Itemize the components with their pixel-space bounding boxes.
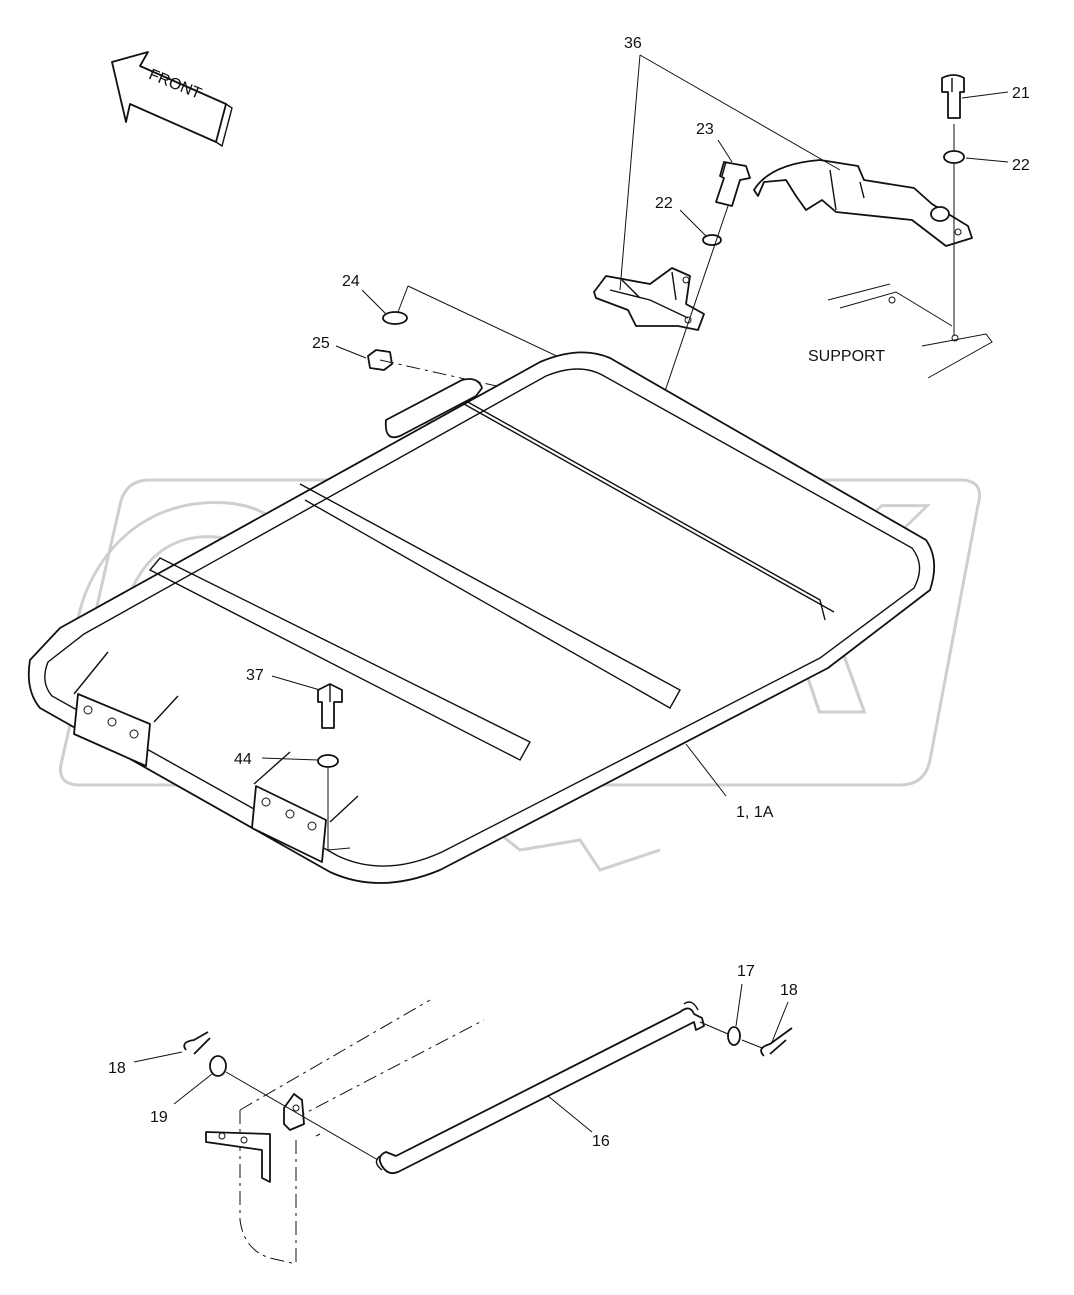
callout-23: 23	[696, 121, 714, 138]
callout-labels: 36 21 23 22 22 24 25 37 44 1, 1A 17 18 1…	[108, 35, 1030, 1150]
callout-22-left: 22	[655, 195, 673, 212]
bolt-37-centerline	[327, 768, 351, 851]
support-plate: SUPPORT	[808, 283, 993, 379]
callout-24: 24	[342, 273, 360, 290]
mount-bracket	[205, 999, 763, 1265]
bolt-23	[715, 161, 751, 207]
washer-17	[727, 1026, 741, 1046]
bolt-21	[941, 74, 965, 119]
callout-17: 17	[737, 963, 755, 980]
washer-19	[209, 1055, 227, 1077]
clip-18-right	[760, 1027, 793, 1057]
cover-panel	[27, 351, 936, 884]
washer-24	[382, 311, 408, 325]
callout-leaders	[133, 54, 1009, 1133]
callout-18-right: 18	[780, 982, 798, 999]
washer-22-left	[702, 234, 722, 246]
callout-22-right: 22	[1012, 157, 1030, 174]
latch-bracket	[593, 267, 705, 331]
washer-22-right	[943, 150, 965, 164]
callout-16: 16	[592, 1133, 610, 1150]
clip-18-left	[183, 1031, 211, 1055]
front-direction-arrow: FRONT	[111, 51, 233, 148]
washer-44	[317, 754, 339, 768]
callout-37: 37	[246, 667, 264, 684]
callout-25: 25	[312, 335, 330, 352]
callout-36: 36	[624, 35, 642, 52]
support-rod-16	[375, 1001, 705, 1175]
callout-21: 21	[1012, 85, 1030, 102]
bolt-37	[317, 683, 343, 729]
support-label: SUPPORT	[808, 348, 885, 365]
callout-1-1a: 1, 1A	[736, 804, 774, 821]
callout-18-left: 18	[108, 1060, 126, 1077]
callout-44: 44	[234, 751, 252, 768]
latch-hook	[753, 159, 973, 247]
callout-19: 19	[150, 1109, 168, 1126]
